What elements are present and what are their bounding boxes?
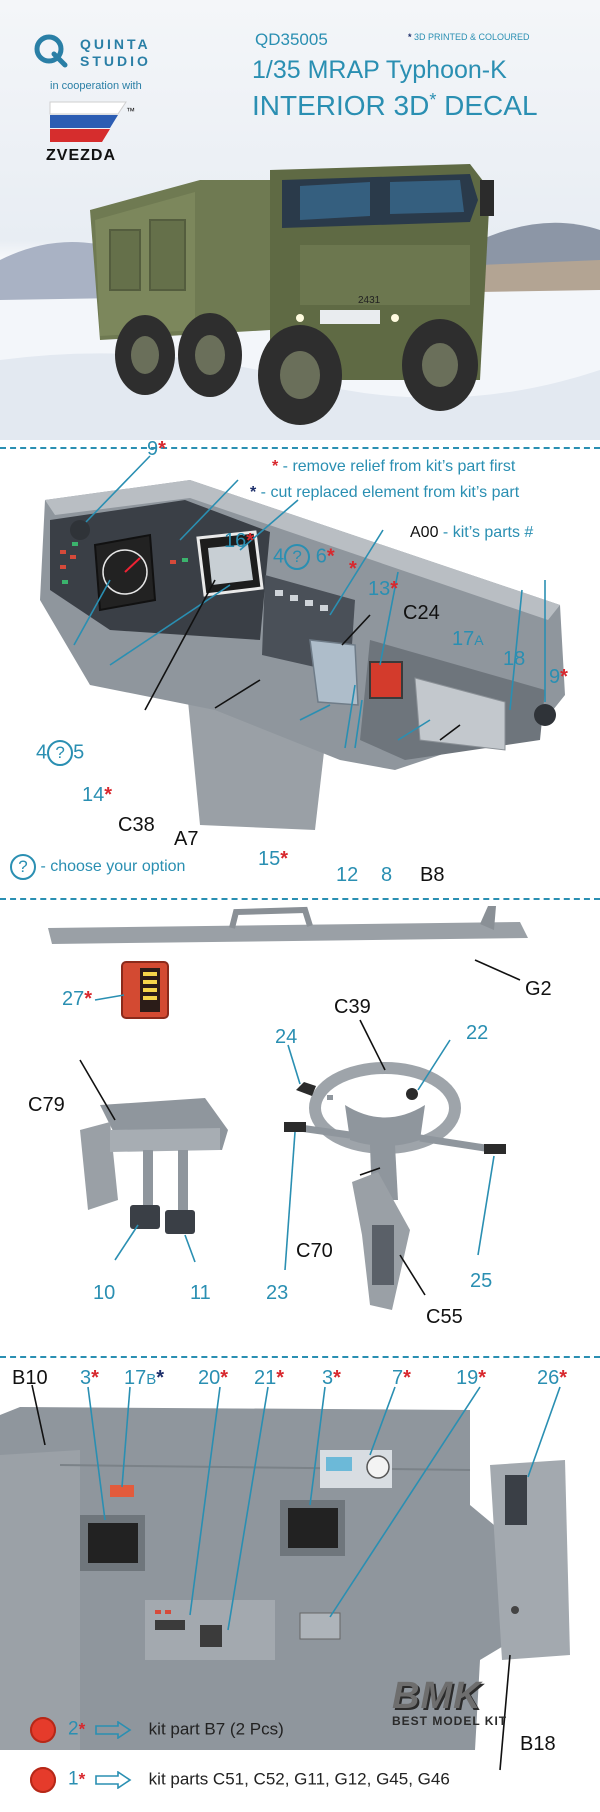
kit-part-text: kit parts C51, C52, G11, G12, G45, G46 — [148, 1769, 450, 1789]
product-code: QD35005 — [255, 30, 328, 49]
kit-part-number: 2 — [68, 1718, 79, 1740]
part-label-C70: C70 — [296, 1240, 333, 1262]
legend-remove: * - remove relief from kit’s part first — [272, 458, 515, 476]
part-label-20: 20* — [198, 1367, 229, 1389]
part-label-21: 21* — [254, 1367, 285, 1389]
part-label-B10: B10 — [12, 1367, 48, 1389]
bmk-logo-text: BMK — [392, 1675, 482, 1717]
kit-part-row-2: 1* kit parts C51, C52, G11, G12, G45, G4… — [30, 1767, 450, 1793]
red-dot-icon — [30, 1767, 56, 1793]
legend-kit-parts: A00 - kit’s parts # — [410, 524, 533, 542]
arrow-right-icon — [95, 1721, 132, 1739]
part-label-9-right: 9* — [549, 666, 568, 688]
part-label-16: 16* — [224, 530, 255, 552]
partner-name: ZVEZDA — [46, 147, 116, 164]
kit-part-row-1: 2* kit part B7 (2 Pcs) — [30, 1717, 284, 1743]
part-label-11: 11 — [190, 1282, 211, 1304]
title-line-2-end: DECAL — [436, 90, 538, 121]
part-label-27: 27* — [62, 988, 93, 1010]
part-label-3-left: 3* — [80, 1367, 99, 1389]
legend-choose-text: - choose your option — [36, 858, 186, 876]
section-divider-2 — [0, 898, 600, 900]
legend-choose-symbol: ? — [10, 854, 36, 880]
quinta-logo-icon — [34, 34, 68, 68]
part-label-C38: C38 — [118, 814, 155, 836]
title-line-2-text: INTERIOR 3D — [252, 90, 430, 121]
part-label-B8: B8 — [420, 864, 445, 886]
dashboard-section: * - remove relief from kit’s part first … — [0, 438, 600, 896]
kit-part-text: kit part B7 (2 Pcs) — [148, 1719, 284, 1739]
title-star: * — [429, 90, 437, 110]
part-label-9-top: 9* — [147, 438, 166, 460]
header: QUINTA STUDIO in cooperation with ™ ZVEZ… — [0, 0, 600, 440]
controls-drawing — [48, 906, 528, 1310]
truck-plate: 2431 — [358, 295, 381, 306]
part-label-7: 7* — [392, 1367, 411, 1389]
part-label-26: 26* — [537, 1367, 568, 1389]
brand-line-1: QUINTA — [80, 36, 151, 52]
part-label-B18: B18 — [520, 1733, 556, 1755]
legend-cut-text: - cut replaced element from kit’s part — [256, 484, 520, 501]
part-label-14: 14* — [82, 784, 113, 806]
part-label-23: 23 — [266, 1282, 289, 1304]
bmk-logo: BMK BEST MODEL KIT — [392, 1675, 512, 1728]
part-label-22: 22 — [466, 1022, 489, 1044]
part-label-star: * — [349, 558, 357, 580]
arrow-right-icon — [95, 1771, 132, 1789]
zvezda-flag-icon — [49, 101, 127, 142]
red-dot-icon — [30, 1717, 56, 1743]
bmk-subtitle: BEST MODEL KIT — [392, 1714, 508, 1728]
part-label-17A: 17A — [452, 628, 484, 650]
section-divider-1 — [0, 447, 600, 449]
part-label-17B: 17B* — [124, 1367, 165, 1389]
part-label-C55: C55 — [426, 1306, 463, 1328]
legend-kit-code: A00 — [410, 524, 439, 541]
printed-note-text: 3D PRINTED & COLOURED — [414, 32, 530, 42]
legend-cut-star: * — [250, 484, 257, 501]
interior-section: B10 3* 17B* 20* 21* 3* 7* 19* 26* B18 BM… — [0, 1355, 600, 1812]
interior-drawing — [0, 1384, 570, 1771]
title-line-1: 1/35 MRAP Typhoon-K — [252, 56, 507, 84]
legend-remove-text: - remove relief from kit’s part first — [278, 458, 516, 475]
part-label-10: 10 — [93, 1282, 116, 1304]
part-label-4-5-option: 4?5 — [36, 740, 84, 766]
part-label-A7: A7 — [174, 828, 199, 850]
part-label-24: 24 — [275, 1026, 298, 1048]
part-label-8: 8 — [381, 864, 393, 886]
part-label-3-right: 3* — [322, 1367, 341, 1389]
part-label-18: 18 — [503, 648, 526, 670]
part-label-19: 19* — [456, 1367, 487, 1389]
printed-note: * 3D PRINTED & COLOURED — [408, 32, 530, 42]
legend-remove-star: * — [272, 458, 279, 475]
title-line-2: INTERIOR 3D* DECAL — [252, 90, 538, 122]
legend-cut: * - cut replaced element from kit’s part — [250, 484, 519, 502]
part-label-C24: C24 — [403, 602, 440, 624]
dashboard-drawing — [40, 455, 565, 830]
part-label-15: 15* — [258, 848, 289, 870]
kit-part-number: 1 — [68, 1768, 79, 1790]
part-label-4-option: 4? 6* — [273, 544, 335, 570]
part-label-12: 12 — [336, 864, 359, 886]
legend-choose: ? - choose your option — [10, 854, 185, 880]
part-label-C39: C39 — [334, 996, 371, 1018]
cooperation-text: in cooperation with — [50, 80, 142, 92]
controls-section: G2 27* C39 22 24 C79 C70 10 11 23 25 C55 — [0, 900, 600, 1350]
part-label-13: 13* — [368, 578, 399, 600]
section-divider-3 — [0, 1356, 600, 1358]
truck-photo: 2431 — [0, 164, 600, 440]
part-label-G2: G2 — [525, 978, 552, 1000]
legend-kit-text: - kit’s parts # — [438, 524, 534, 541]
printed-note-star: * — [408, 32, 412, 42]
trademark-symbol: ™ — [126, 106, 135, 116]
part-label-C79: C79 — [28, 1094, 65, 1116]
brand-line-2: STUDIO — [80, 53, 151, 69]
part-label-25: 25 — [470, 1270, 493, 1292]
